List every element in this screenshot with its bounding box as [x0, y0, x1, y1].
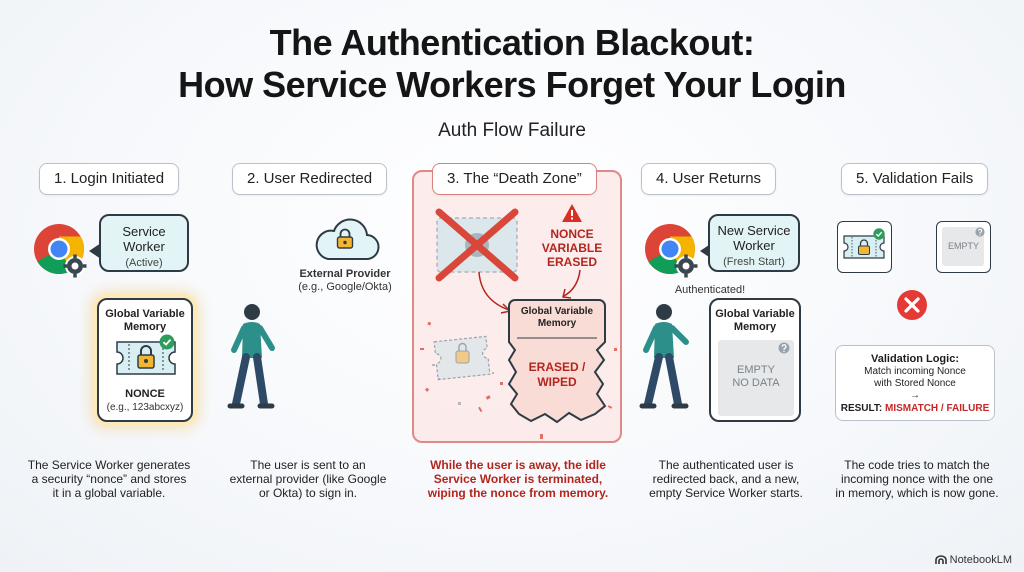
nonce-label: NONCE — [125, 388, 165, 400]
check-badge-icon — [159, 334, 175, 350]
step-4-description: The authenticated user is redirected bac… — [642, 458, 810, 500]
desc-line: While the user is away, the idle — [430, 458, 606, 472]
title-line-1: The Authentication Blackout: — [269, 22, 755, 63]
empty-memory-card: Global Variable Memory EMPTY NO DATA — [709, 298, 801, 422]
new-service-worker-bubble: New Service Worker (Fresh Start) — [708, 214, 800, 272]
shattered-nonce-icon — [433, 335, 491, 381]
logic-result: RESULT: MISMATCH / FAILURE — [836, 403, 994, 415]
error-x-icon — [897, 290, 927, 320]
nonce-example: (e.g., 123abcxyz) — [106, 402, 184, 413]
nonce-erased-warning: NONCE VARIABLE ERASED — [532, 227, 612, 269]
walking-person-icon — [639, 304, 689, 409]
memory-title-line-1: Global Variable — [715, 308, 795, 320]
terminated-service-worker-icon — [435, 208, 519, 282]
erased-line: WIPED — [537, 375, 577, 389]
step-5-description: The code tries to match the incoming non… — [828, 458, 1006, 500]
notebooklm-watermark: NotebookLM — [934, 554, 1012, 566]
logic-title: Validation Logic: — [870, 353, 959, 365]
desc-line: external provider (like Google — [229, 472, 387, 486]
bubble-status: (Fresh Start) — [723, 256, 785, 268]
question-icon — [975, 227, 985, 237]
step-2-description: The user is sent to an external provider… — [226, 458, 390, 500]
step-4-label: 4. User Returns — [641, 163, 777, 195]
step-2-label: 2. User Redirected — [232, 163, 388, 195]
check-badge-icon — [873, 228, 885, 240]
gear-icon — [674, 254, 698, 278]
debris-icon — [420, 321, 617, 439]
result-value: MISMATCH / FAILURE — [885, 403, 990, 414]
validation-logic-card: Validation Logic: Match incoming Nonce w… — [835, 345, 995, 421]
arrow-icon — [562, 269, 581, 299]
desc-line: Service Worker is terminated, — [433, 472, 603, 486]
lock-icon — [137, 345, 155, 369]
desc-line: it in a global variable. — [52, 486, 166, 500]
bubble-tail — [89, 243, 101, 259]
desc-line: wiping the nonce from memory. — [427, 486, 609, 500]
warning-line: VARIABLE — [541, 241, 603, 255]
memory-title-line-2: Memory — [123, 321, 167, 333]
empty-label: EMPTY — [947, 241, 979, 251]
memory-title-line: Memory — [537, 318, 577, 329]
step-1-label: 1. Login Initiated — [39, 163, 180, 195]
empty-line: NO DATA — [732, 377, 780, 389]
watermark-text: NotebookLM — [949, 554, 1012, 566]
desc-line: The code tries to match the — [844, 458, 990, 472]
gear-icon — [63, 254, 87, 278]
step-3-label: 3. The “Death Zone” — [432, 163, 597, 195]
erased-memory-title: Global Variable Memory — [507, 306, 607, 330]
subtitle: Auth Flow Failure — [438, 120, 586, 141]
memory-title-line: Global Variable — [520, 306, 594, 317]
desc-line: empty Service Worker starts. — [649, 486, 803, 500]
desc-line: a security “nonce” and stores — [31, 472, 187, 486]
bubble-line-1: New Service — [717, 223, 791, 238]
erased-line: ERASED / — [528, 360, 586, 374]
provider-title: External Provider — [299, 268, 391, 280]
title-line-2: How Service Workers Forget Your Login — [178, 64, 846, 105]
bubble-status: (Active) — [125, 257, 163, 269]
provider-lock-icon — [336, 228, 354, 249]
incoming-nonce-ticket-icon — [843, 235, 885, 259]
memory-title-line-2: Memory — [733, 321, 777, 333]
result-prefix: RESULT: — [840, 403, 885, 414]
question-icon — [778, 342, 790, 354]
logic-line: with Stored Nonce — [874, 378, 956, 389]
erased-memory-card — [507, 299, 607, 424]
desc-line: incoming nonce with the one — [840, 472, 994, 486]
warning-icon — [562, 204, 582, 222]
erased-wiped-label: ERASED / WIPED — [507, 360, 607, 390]
notebooklm-logo-icon — [934, 555, 947, 564]
step-1-description: The Service Worker generates a security … — [20, 458, 198, 500]
desc-line: redirected back, and a new, — [652, 472, 800, 486]
main-title: The Authentication Blackout: How Service… — [0, 22, 1024, 106]
warning-line: ERASED — [546, 255, 597, 269]
empty-text: EMPTY NO DATA — [718, 364, 794, 390]
authenticated-label: Authenticated! — [674, 284, 746, 296]
desc-line: The Service Worker generates — [27, 458, 191, 472]
desc-line: The authenticated user is — [658, 458, 794, 472]
desc-line: or Okta) to sign in. — [258, 486, 358, 500]
desc-line: in memory, which is now gone. — [835, 486, 999, 500]
step-5-label: 5. Validation Fails — [841, 163, 989, 195]
logic-line: Match incoming Nonce — [864, 366, 966, 377]
logic-arrow: → — [910, 390, 920, 401]
bubble-line-2: Worker — [733, 238, 775, 253]
memory-title-line-1: Global Variable — [105, 308, 185, 320]
warning-line: NONCE — [550, 227, 594, 241]
desc-line: The user is sent to an — [250, 458, 366, 472]
empty-line: EMPTY — [737, 364, 775, 376]
bubble-line-2: Worker — [123, 239, 165, 254]
step-3-description: While the user is away, the idle Service… — [416, 458, 620, 500]
service-worker-bubble: Service Worker (Active) — [99, 214, 189, 272]
bubble-line-1: Service — [122, 224, 166, 239]
walking-person-icon — [227, 304, 275, 409]
provider-example: (e.g., Google/Okta) — [298, 281, 392, 293]
